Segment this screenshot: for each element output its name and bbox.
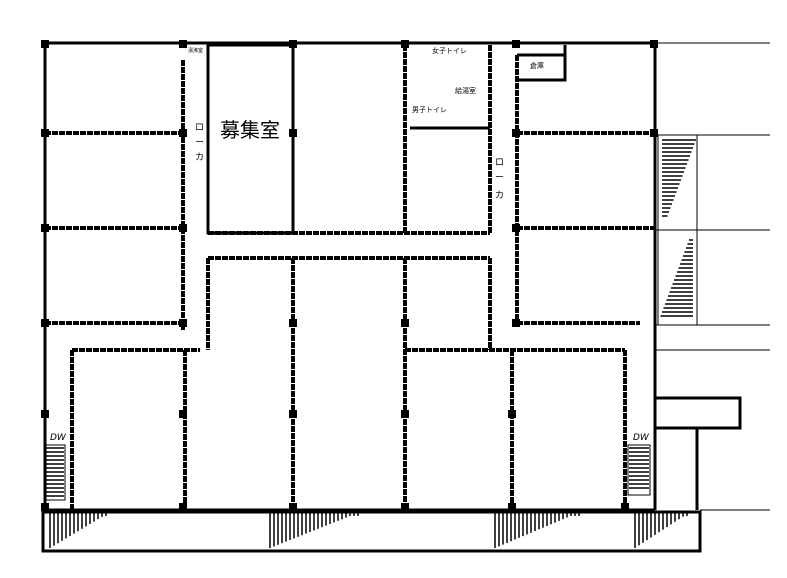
balcony-hatching [46, 139, 696, 548]
corridor-right-3: カ [495, 190, 504, 201]
corridor-left-1: ロ [195, 123, 204, 133]
kitchenette-label: 給湯室 [455, 86, 476, 95]
dumbwaiter-left-label: DW [50, 433, 67, 443]
storage-label: 倉庫 [530, 61, 544, 70]
corridor-left-2: ー [195, 138, 204, 148]
corridor-left-3: カ [195, 152, 204, 163]
small-room-label: 湯沸室 [188, 47, 203, 54]
mens-toilet-label: 男子トイレ [412, 106, 447, 114]
dumbwaiter-right-label: DW [633, 433, 650, 443]
corridor-right-2: ー [495, 173, 504, 183]
corridor-right-1: ロ [495, 158, 504, 168]
columns [41, 40, 658, 511]
partitions [45, 43, 655, 510]
recruitment-room-label: 募集室 [220, 118, 280, 142]
stairs [44, 134, 698, 501]
womens-toilet-label: 女子トイレ [432, 46, 467, 55]
outer-walls [41, 41, 770, 553]
